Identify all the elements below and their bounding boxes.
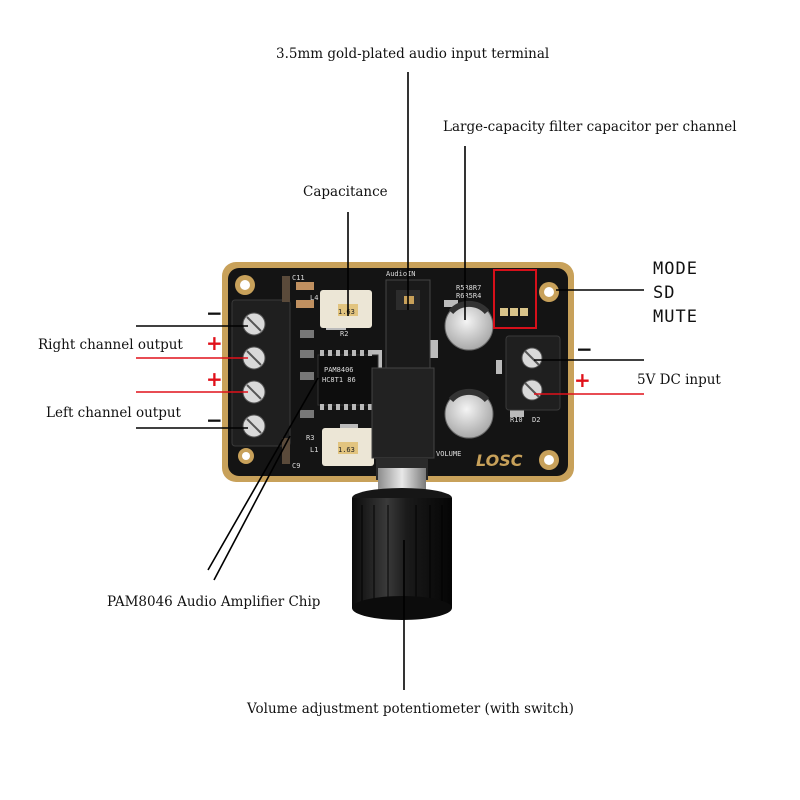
label-sd: SD: [653, 283, 676, 303]
leader-chip: [207, 377, 319, 571]
l4-silk: L4: [310, 294, 318, 302]
label-filter-capacitor: Large-capacity filter capacitor per chan…: [443, 119, 737, 135]
sign-right-plus: +: [206, 331, 223, 355]
label-capacitance: Capacitance: [303, 184, 388, 200]
sign-right-minus: −: [206, 301, 223, 325]
mode-header: [493, 269, 537, 329]
inductors: [320, 290, 374, 466]
red-leader-lines: [136, 357, 644, 395]
label-dc-input: 5V DC input: [637, 372, 721, 388]
volume-silk: VOLUME: [436, 450, 461, 458]
r3-silk: R3: [306, 434, 314, 442]
c11-silk: C11: [292, 274, 305, 282]
label-mode: MODE: [653, 259, 698, 279]
r2-silk: R2: [340, 330, 348, 338]
r10-silk: R10: [510, 416, 523, 424]
label-right-channel: Right channel output: [38, 337, 183, 353]
label-audio-input: 3.5mm gold-plated audio input terminal: [276, 46, 550, 62]
board-logo: LOSC: [476, 451, 523, 470]
potentiometer-knob: [352, 458, 452, 620]
chip-marking-1: PAM8406: [324, 366, 354, 374]
l1-silk: L1: [310, 446, 318, 454]
label-chip: PAM8046 Audio Amplifier Chip: [107, 594, 321, 610]
sign-dc-plus: +: [574, 368, 591, 392]
electrolytic-capacitors: [444, 300, 494, 439]
leader-chip-2: [213, 435, 291, 581]
sign-left-plus: +: [206, 367, 223, 391]
d2-silk: D2: [532, 416, 540, 424]
audio-in-silk: AudioIN: [386, 270, 416, 278]
label-mute: MUTE: [653, 307, 698, 327]
sign-left-minus: −: [206, 408, 223, 432]
resistor-silk: R5R8R7: [456, 284, 481, 292]
left-terminal-block: [231, 299, 291, 447]
sign-dc-minus: −: [576, 337, 593, 361]
label-volume: Volume adjustment potentiometer (with sw…: [247, 701, 574, 717]
chip-marking-2: HC8T1 86: [322, 376, 356, 384]
leader-lines: [136, 72, 644, 690]
c9-silk: C9: [292, 462, 300, 470]
inductor-marking-2: 1.63: [338, 446, 355, 454]
inductor-marking-1: 1.63: [338, 308, 355, 316]
right-terminal-block: [505, 335, 561, 411]
resistor-silk-2: R6R5R4: [456, 292, 481, 300]
amplifier-chip: [317, 350, 379, 410]
label-left-channel: Left channel output: [46, 405, 181, 421]
mounting-holes: [235, 275, 559, 470]
